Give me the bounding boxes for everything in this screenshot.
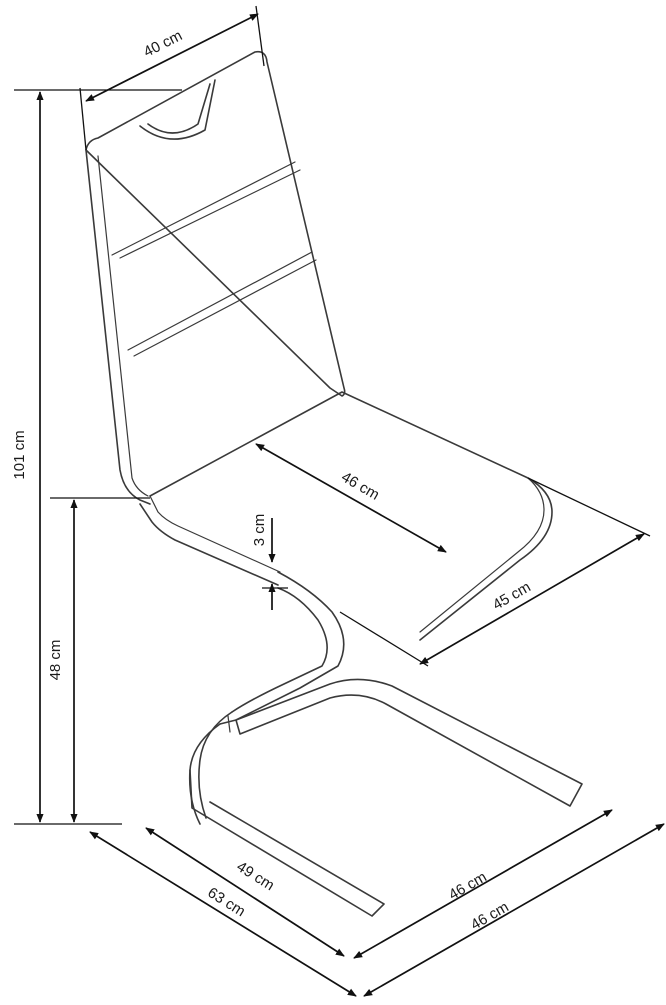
label-seat-thickness: 3 cm [251, 514, 268, 547]
dim-backrest-width-line [85, 13, 259, 102]
label-total-height: 101 cm [11, 430, 28, 479]
dim-seat-depth-line [419, 533, 645, 665]
chair-outline [85, 50, 583, 917]
label-overall-width: 46 cm [468, 899, 512, 934]
label-seat-height: 48 cm [47, 640, 64, 681]
label-backrest-width: 40 cm [141, 27, 185, 61]
backrest [85, 50, 346, 505]
dim-base-depth-line [145, 827, 345, 957]
dim-overall-depth-line [89, 831, 357, 997]
label-seat-width: 46 cm [338, 469, 382, 504]
dimension-lines [14, 5, 665, 997]
label-base-width: 46 cm [446, 869, 490, 904]
dimension-labels: 40 cm 101 cm 48 cm 3 cm 46 cm 45 cm 49 c… [11, 27, 534, 934]
label-seat-depth: 45 cm [490, 579, 534, 614]
dim-overall-width-line [363, 823, 665, 997]
dim-seat-width-line [255, 443, 447, 553]
seat [139, 391, 553, 641]
